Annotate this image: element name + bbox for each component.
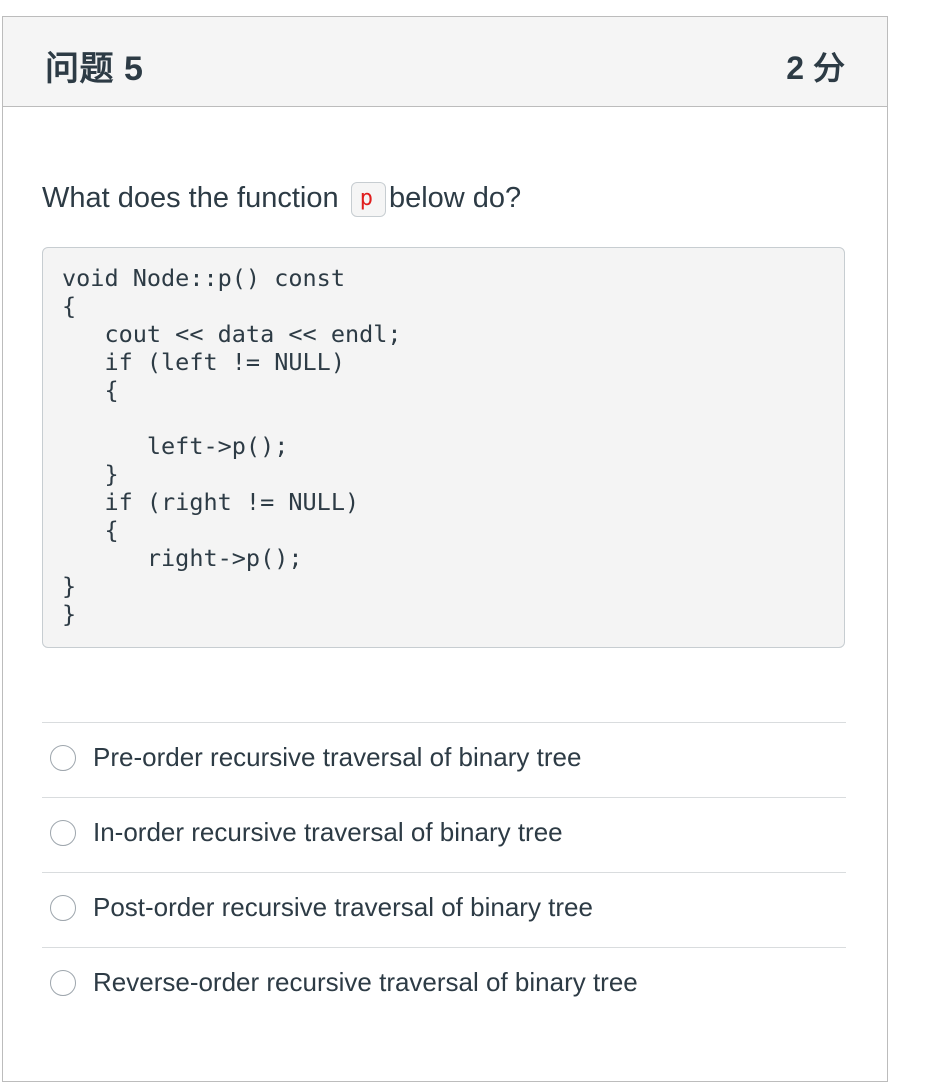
answer-option[interactable]: Pre-order recursive traversal of binary …: [42, 722, 846, 797]
radio-button[interactable]: [50, 895, 76, 921]
code-line: }: [62, 600, 77, 628]
answer-label[interactable]: Post-order recursive traversal of binary…: [93, 892, 593, 922]
radio-button[interactable]: [50, 745, 76, 771]
answer-option[interactable]: In-order recursive traversal of binary t…: [42, 797, 846, 872]
question-text-before: What does the function: [42, 182, 339, 214]
code-line: if (left != NULL): [62, 348, 345, 376]
question-header: 问题 5 2 分: [3, 17, 887, 107]
answer-label[interactable]: Pre-order recursive traversal of binary …: [93, 742, 582, 772]
code-content: void Node::p() const { cout << data << e…: [62, 264, 844, 628]
answer-option[interactable]: Post-order recursive traversal of binary…: [42, 872, 846, 947]
code-line: left->p();: [62, 432, 289, 460]
answer-label[interactable]: In-order recursive traversal of binary t…: [93, 817, 563, 847]
question-text-after: below do?: [388, 182, 522, 214]
code-block: void Node::p() const { cout << data << e…: [42, 247, 845, 648]
code-line: cout << data << endl;: [62, 320, 402, 348]
code-line: {: [62, 376, 119, 404]
question-points: 2 分: [786, 50, 845, 86]
answer-label[interactable]: Reverse-order recursive traversal of bin…: [93, 967, 638, 997]
code-line: void Node::p() const: [62, 264, 345, 292]
code-line: if (right != NULL): [62, 488, 360, 516]
radio-button[interactable]: [50, 970, 76, 996]
code-line: {: [62, 292, 77, 320]
answer-option[interactable]: Reverse-order recursive traversal of bin…: [42, 947, 846, 1022]
code-line: }: [62, 572, 77, 600]
answer-list: Pre-order recursive traversal of binary …: [42, 722, 846, 1022]
radio-button[interactable]: [50, 820, 76, 846]
code-line: {: [62, 516, 119, 544]
question-title: 问题 5: [45, 50, 144, 88]
code-line: }: [62, 460, 119, 488]
code-line: right->p();: [62, 544, 303, 572]
inline-code-function-name: p: [350, 182, 386, 217]
